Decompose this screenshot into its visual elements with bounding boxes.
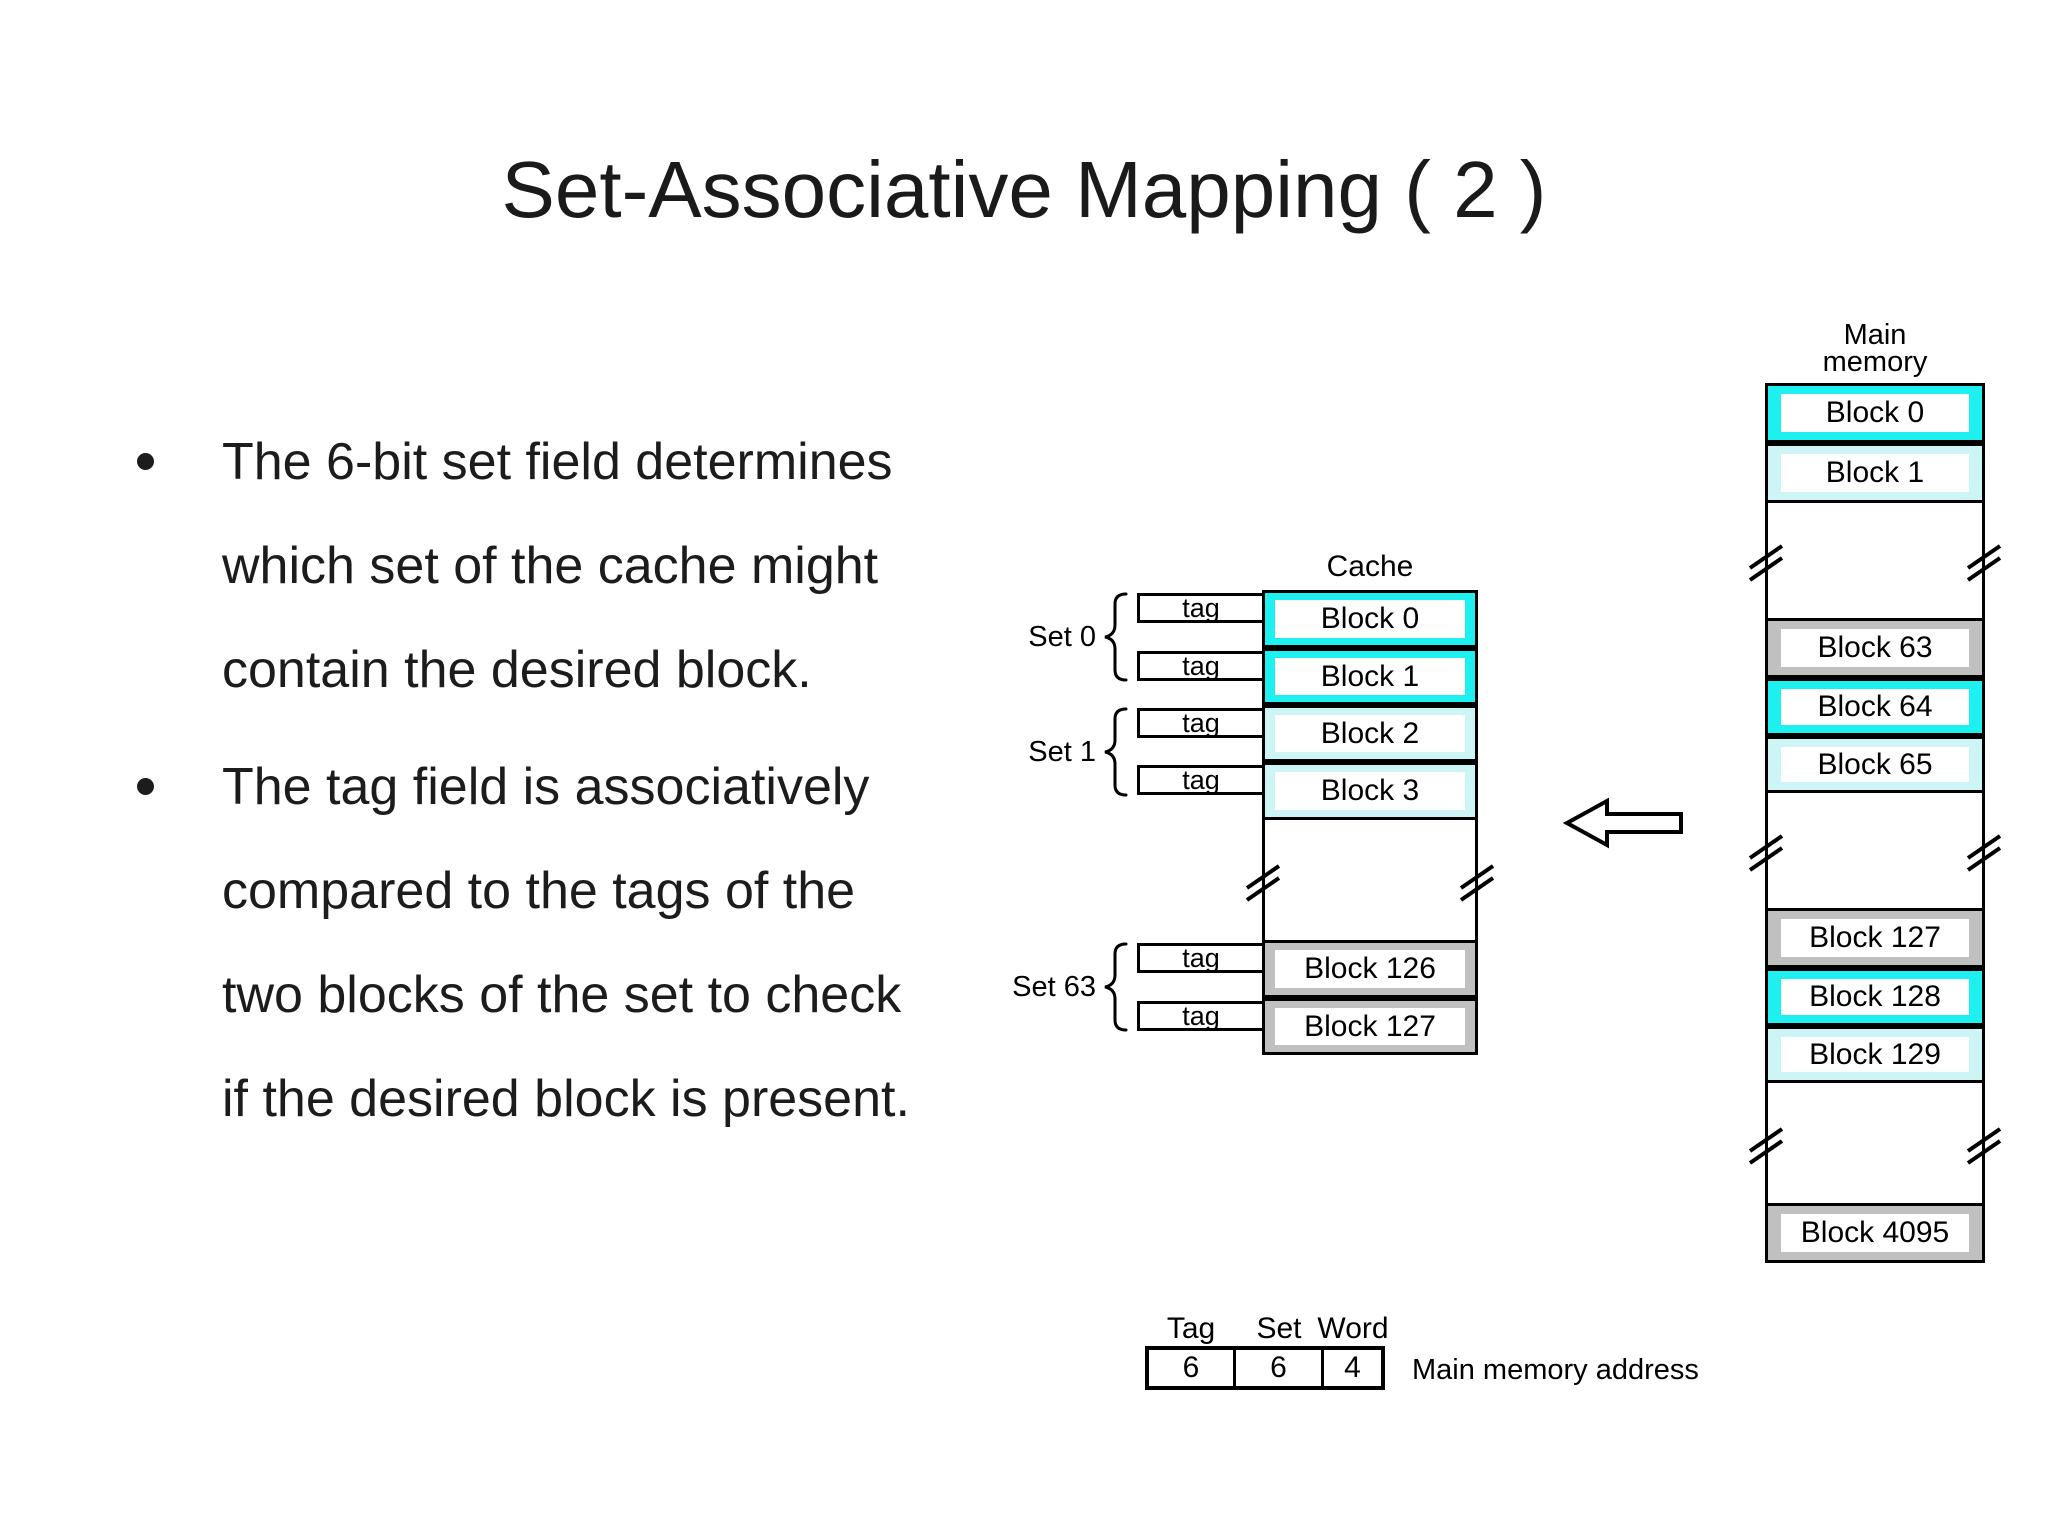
bullet-line: The 6-bit set field determines: [222, 433, 893, 491]
break-mark-icon: [1748, 1127, 1784, 1165]
memory-title-line: memory: [1822, 346, 1928, 378]
memory-block-label: Block 0: [1781, 394, 1969, 432]
memory-block-row: Block 129: [1765, 1026, 1985, 1083]
memory-block-label: Block 64: [1781, 689, 1969, 725]
cache-block-label: Block 0: [1275, 600, 1465, 638]
address-bits: 4: [1321, 1350, 1381, 1386]
bullet-dot: [137, 453, 154, 470]
memory-block-label: Block 4095: [1781, 1214, 1969, 1252]
arrow-left-icon: [1563, 797, 1683, 849]
memory-block-row: Block 0: [1765, 383, 1985, 443]
bullet-line: which set of the cache might: [222, 537, 879, 595]
tag-box: tag: [1137, 943, 1265, 973]
cache-break-region: [1262, 820, 1478, 940]
memory-block-label: Block 1: [1781, 454, 1969, 492]
break-mark-icon: [1748, 544, 1784, 582]
address-field-label: Word: [1317, 1312, 1389, 1345]
memory-break-region: [1765, 793, 1985, 908]
address-field-label: Set: [1256, 1312, 1302, 1345]
break-mark-icon: [1966, 544, 2002, 582]
page-title: Set-Associative Mapping ( 2 ): [501, 145, 1547, 234]
tag-box: tag: [1137, 765, 1265, 795]
tag-label: tag: [1182, 764, 1220, 795]
set-label: Set 0: [1028, 621, 1096, 653]
bullet-item: The tag field is associatively compared …: [222, 735, 910, 1151]
memory-break-region: [1765, 503, 1985, 618]
memory-block-row: Block 64: [1765, 678, 1985, 736]
break-mark-icon: [1748, 834, 1784, 872]
memory-block-label: Block 127: [1781, 919, 1969, 957]
set-label: Set 1: [1028, 736, 1096, 768]
tag-box: tag: [1137, 1001, 1265, 1031]
address-caption: Main memory address: [1412, 1354, 1699, 1386]
tag-label: tag: [1182, 707, 1220, 738]
address-bits: 6: [1233, 1350, 1321, 1386]
break-mark-icon: [1459, 864, 1495, 902]
memory-block-row: Block 1: [1765, 443, 1985, 503]
tag-label: tag: [1182, 592, 1220, 623]
memory-title: Main memory: [1775, 319, 1975, 378]
address-bits: 6: [1182, 1351, 1200, 1384]
set-brace: [1104, 942, 1128, 1032]
bullet-line: compared to the tags of the: [222, 862, 856, 920]
memory-block-row: Block 4095: [1765, 1203, 1985, 1263]
tag-box: tag: [1137, 651, 1265, 681]
set-brace: [1104, 707, 1128, 797]
cache-block-row: Block 2: [1262, 705, 1478, 762]
cache-block-row: Block 0: [1262, 590, 1478, 648]
set-label: Set 63: [1012, 971, 1096, 1003]
tag-label: tag: [1182, 1000, 1220, 1031]
memory-break-region: [1765, 1083, 1985, 1203]
cache-block-row: Block 127: [1262, 998, 1478, 1055]
bullet-dot: [137, 778, 154, 795]
cache-block-row: Block 1: [1262, 648, 1478, 705]
tag-label: tag: [1182, 942, 1220, 973]
bullet-line: if the desired block is present.: [222, 1070, 910, 1128]
memory-title-line: Main: [1843, 319, 1907, 351]
memory-block-label: Block 63: [1781, 629, 1969, 667]
cache-block-row: Block 126: [1262, 940, 1478, 998]
memory-block-row: Block 65: [1765, 736, 1985, 793]
tag-box: tag: [1137, 708, 1265, 738]
cache-title: Cache: [1326, 550, 1414, 583]
tag-box: tag: [1137, 593, 1265, 623]
cache-block-label: Block 127: [1275, 1008, 1465, 1045]
set-brace: [1104, 592, 1128, 682]
tag-label: tag: [1182, 650, 1220, 681]
memory-block-label: Block 65: [1781, 747, 1969, 782]
memory-block-row: Block 63: [1765, 618, 1985, 678]
cache-block-label: Block 2: [1275, 715, 1465, 752]
address-field-label: Tag: [1166, 1312, 1216, 1345]
bullet-line: two blocks of the set to check: [222, 966, 902, 1024]
break-mark-icon: [1245, 864, 1281, 902]
cache-block-label: Block 1: [1275, 658, 1465, 695]
bullet-item: The 6-bit set field determines which set…: [222, 410, 893, 722]
cache-block-label: Block 126: [1275, 950, 1465, 988]
break-mark-icon: [1966, 834, 2002, 872]
address-box: 6 6 4: [1145, 1346, 1385, 1390]
memory-block-label: Block 129: [1781, 1037, 1969, 1072]
cache-block-row: Block 3: [1262, 762, 1478, 820]
cache-block-label: Block 3: [1275, 772, 1465, 810]
memory-block-label: Block 128: [1781, 979, 1969, 1015]
memory-block-row: Block 128: [1765, 968, 1985, 1026]
memory-block-row: Block 127: [1765, 908, 1985, 968]
bullet-line: contain the desired block.: [222, 641, 812, 699]
bullet-line: The tag field is associatively: [222, 758, 870, 816]
break-mark-icon: [1966, 1127, 2002, 1165]
